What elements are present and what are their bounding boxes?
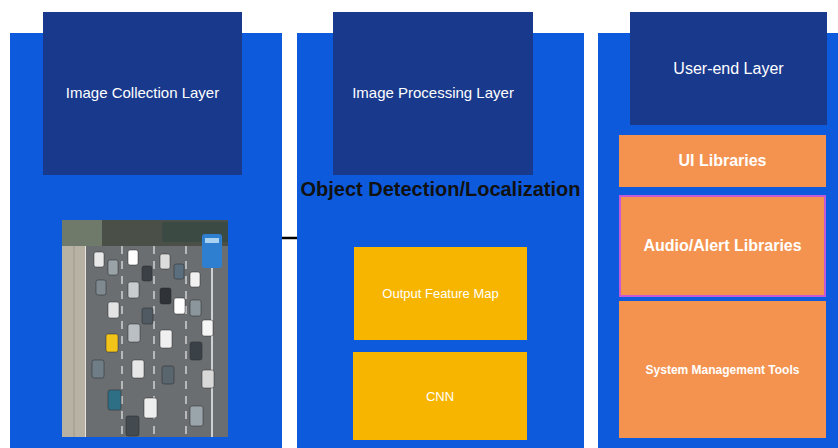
process-box: Output Feature Map [354, 247, 527, 340]
layer-panel: Image Processing LayerObject Detection/L… [297, 33, 584, 448]
section-heading: Object Detection/Localization [297, 173, 584, 205]
layer-panel: User-end LayerUI LibrariesAudio/Alert Li… [598, 33, 838, 448]
traffic-photo [62, 220, 228, 437]
layer-heading: Image Processing Layer [333, 12, 533, 175]
connector-stroke [282, 237, 297, 240]
connector-line [282, 238, 297, 239]
box-label: UI Libraries [678, 152, 766, 170]
box-label: System Management Tools [646, 363, 800, 377]
box-label: CNN [426, 389, 454, 404]
library-box: System Management Tools [619, 301, 826, 438]
box-label: Output Feature Map [382, 286, 498, 301]
layer-panel: Image Collection Layer [10, 33, 282, 448]
library-box: Audio/Alert Libraries [619, 195, 826, 297]
layer-heading: User-end Layer [630, 12, 827, 125]
layer-heading: Image Collection Layer [43, 12, 242, 175]
box-label: Audio/Alert Libraries [643, 237, 801, 255]
process-box: CNN [353, 352, 527, 440]
library-box: UI Libraries [619, 135, 826, 187]
